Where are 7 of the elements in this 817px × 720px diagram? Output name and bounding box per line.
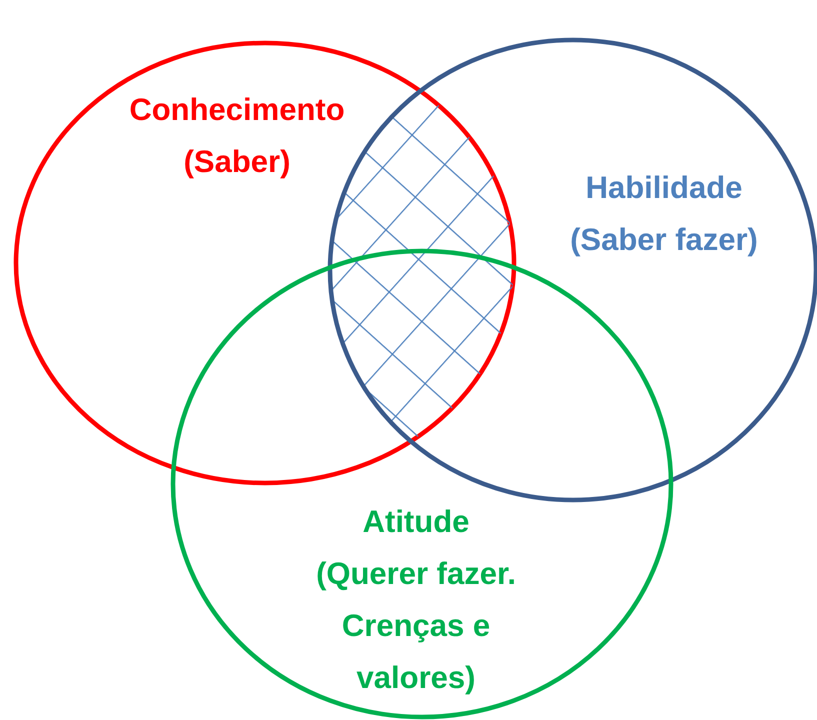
circle-title: Atitude [362,503,470,541]
circle-subtitle: (Querer fazer. Crenças e valores) [315,555,517,697]
circle-title: Conhecimento [128,91,346,129]
circle-title: Habilidade [584,169,744,207]
circle-subtitle: (Saber fazer) [569,221,759,259]
circle-subtitle: (Saber) [182,143,292,181]
venn-circle [14,41,516,485]
